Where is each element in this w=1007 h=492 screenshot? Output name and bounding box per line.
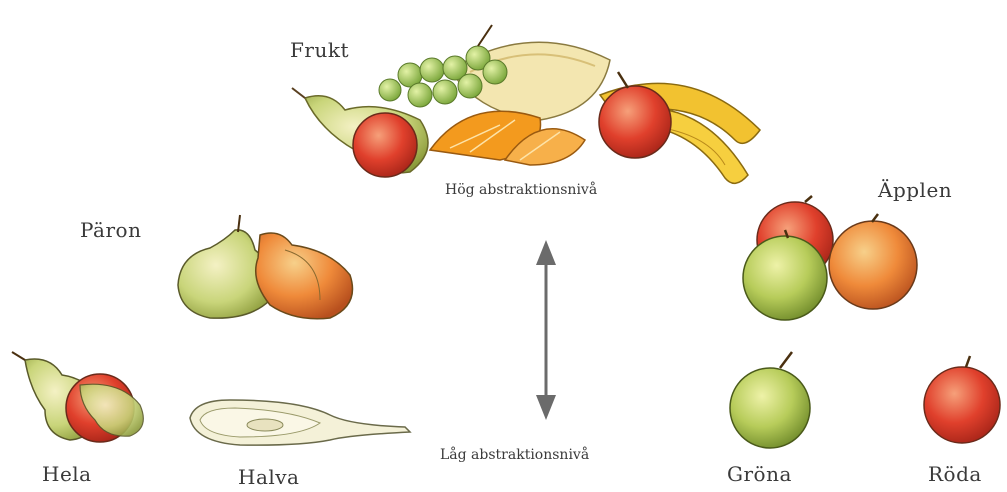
label-grona: Gröna xyxy=(727,462,792,486)
label-roda: Röda xyxy=(928,462,982,486)
green-apple-illustration xyxy=(730,352,810,448)
sliced-pear-illustration xyxy=(190,400,410,445)
label-applen: Äpplen xyxy=(878,178,952,202)
label-paron: Päron xyxy=(80,218,141,242)
label-hela: Hela xyxy=(42,462,92,486)
whole-pears-illustration xyxy=(12,352,143,442)
label-frukt: Frukt xyxy=(290,38,349,62)
label-high-abstraction: Hög abstraktionsnivå xyxy=(445,182,597,198)
label-halva: Halva xyxy=(238,465,299,489)
apple-group-illustration xyxy=(743,196,917,320)
pear-group-illustration xyxy=(178,215,353,319)
fruit-basket-illustration xyxy=(292,25,760,183)
label-low-abstraction: Låg abstraktionsnivå xyxy=(440,447,589,463)
double-arrow-icon xyxy=(536,240,556,420)
red-apple-illustration xyxy=(924,356,1000,443)
